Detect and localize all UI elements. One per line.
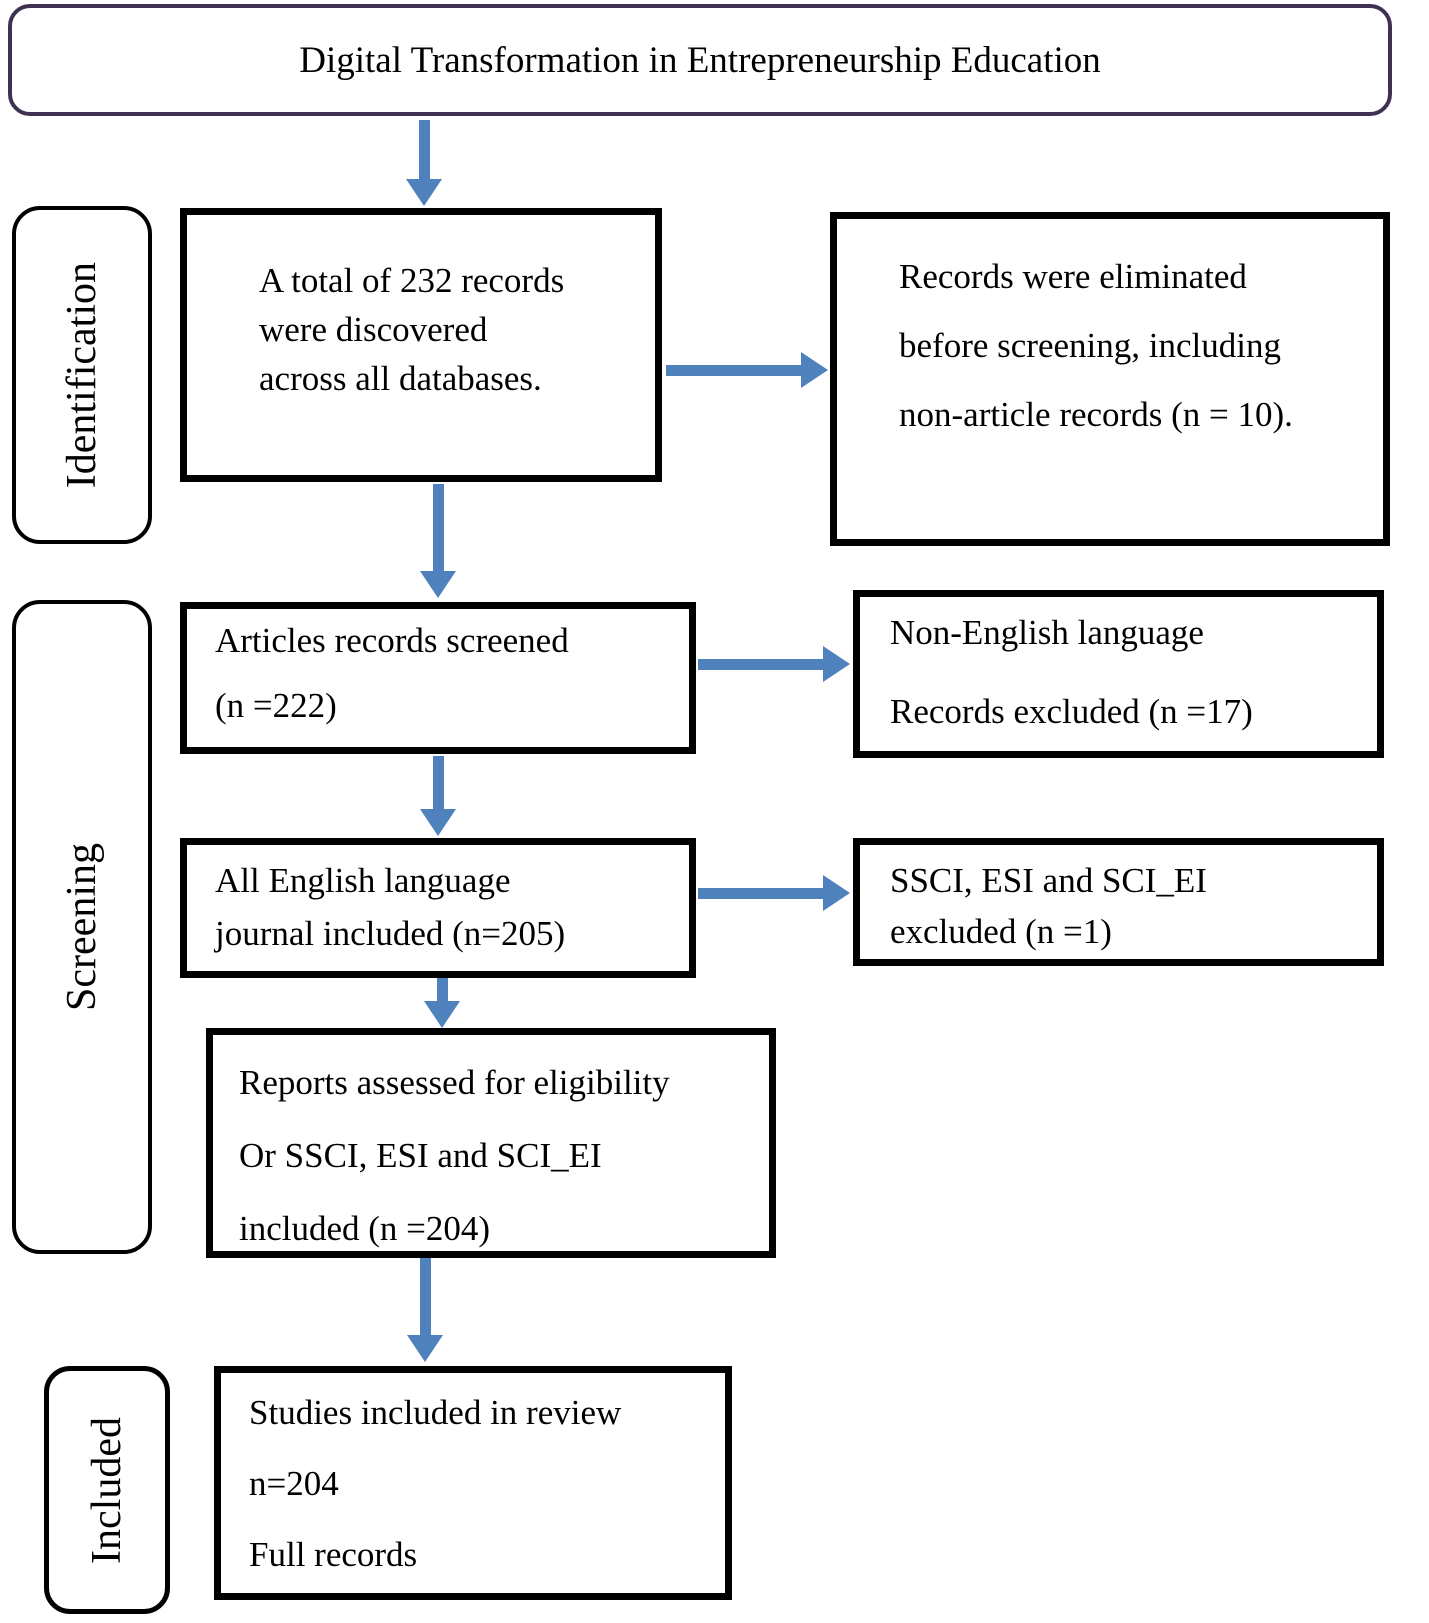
box-line: SSCI, ESI and SCI_EI bbox=[890, 861, 1207, 900]
box-line: journal included (n=205) bbox=[215, 914, 566, 953]
arrow-reports-to-studies-icon bbox=[407, 1258, 443, 1362]
box-line: non-article records (n = 10). bbox=[899, 395, 1293, 434]
box-line: A total of 232 records bbox=[259, 261, 565, 300]
arrow-shaft bbox=[432, 484, 444, 571]
box-line: before screening, including bbox=[899, 326, 1281, 365]
arrow-records-to-eliminated-icon bbox=[666, 352, 828, 388]
box-line: Full records bbox=[249, 1535, 418, 1574]
arrow-head bbox=[420, 571, 456, 598]
box-line: Studies included in review bbox=[249, 1393, 622, 1432]
box-line: were discovered bbox=[259, 310, 488, 349]
box-line: n=204 bbox=[249, 1464, 339, 1503]
box-line: Articles records screened bbox=[215, 621, 569, 660]
arrow-screened-to-english-icon bbox=[420, 756, 456, 836]
box-line: Non-English language bbox=[890, 613, 1204, 652]
stage-label-included: Included bbox=[44, 1366, 170, 1614]
arrow-shaft bbox=[432, 756, 444, 809]
box-non-english-excluded: Non-English language Records excluded (n… bbox=[853, 590, 1384, 758]
stage-label-text: Identification bbox=[59, 261, 105, 489]
stage-label-text: Screening bbox=[59, 843, 105, 1011]
box-line: included (n =204) bbox=[239, 1209, 491, 1248]
box-ssci-excluded: SSCI, ESI and SCI_EI excluded (n =1) bbox=[853, 838, 1384, 966]
box-line: Records were eliminated bbox=[899, 257, 1247, 296]
arrow-shaft bbox=[436, 978, 448, 1001]
arrow-head bbox=[406, 179, 442, 206]
box-line: excluded (n =1) bbox=[890, 912, 1112, 951]
arrow-shaft bbox=[666, 364, 801, 376]
box-records-eliminated: Records were eliminated before screening… bbox=[830, 212, 1390, 546]
arrow-shaft bbox=[698, 887, 823, 899]
box-english-included: All English language journal included (n… bbox=[180, 838, 696, 978]
box-records-total: A total of 232 records were discovered a… bbox=[180, 208, 662, 482]
box-line: All English language bbox=[215, 861, 511, 900]
stage-label-text: Included bbox=[84, 1416, 130, 1564]
box-reports-assessed: Reports assessed for eligibility Or SSCI… bbox=[206, 1028, 776, 1258]
arrow-head bbox=[407, 1335, 443, 1362]
arrow-head bbox=[801, 352, 828, 388]
arrow-english-to-reports-icon bbox=[424, 978, 460, 1028]
box-line: across all databases. bbox=[259, 359, 542, 398]
arrow-shaft bbox=[419, 1258, 431, 1335]
stage-label-screening: Screening bbox=[12, 600, 152, 1254]
arrow-shaft bbox=[698, 658, 823, 670]
arrow-screened-to-nonenglish-icon bbox=[698, 646, 850, 682]
arrow-head bbox=[420, 809, 456, 836]
box-line: (n =222) bbox=[215, 686, 337, 725]
box-studies-included: Studies included in review n=204 Full re… bbox=[214, 1366, 732, 1600]
arrow-head bbox=[424, 1001, 460, 1028]
arrow-records-to-screened-icon bbox=[420, 484, 456, 598]
arrow-english-to-ssci-icon bbox=[698, 875, 850, 911]
arrow-head bbox=[823, 875, 850, 911]
arrow-head bbox=[823, 646, 850, 682]
box-line: Or SSCI, ESI and SCI_EI bbox=[239, 1136, 602, 1175]
box-line: Reports assessed for eligibility bbox=[239, 1063, 670, 1102]
stage-label-identification: Identification bbox=[12, 206, 152, 544]
box-line: Records excluded (n =17) bbox=[890, 692, 1253, 731]
arrow-title-to-records-icon bbox=[406, 120, 442, 206]
arrow-shaft bbox=[418, 120, 430, 179]
box-records-screened: Articles records screened (n =222) bbox=[180, 602, 696, 754]
title-box: Digital Transformation in Entrepreneursh… bbox=[8, 4, 1392, 116]
diagram-title: Digital Transformation in Entrepreneursh… bbox=[299, 39, 1101, 81]
